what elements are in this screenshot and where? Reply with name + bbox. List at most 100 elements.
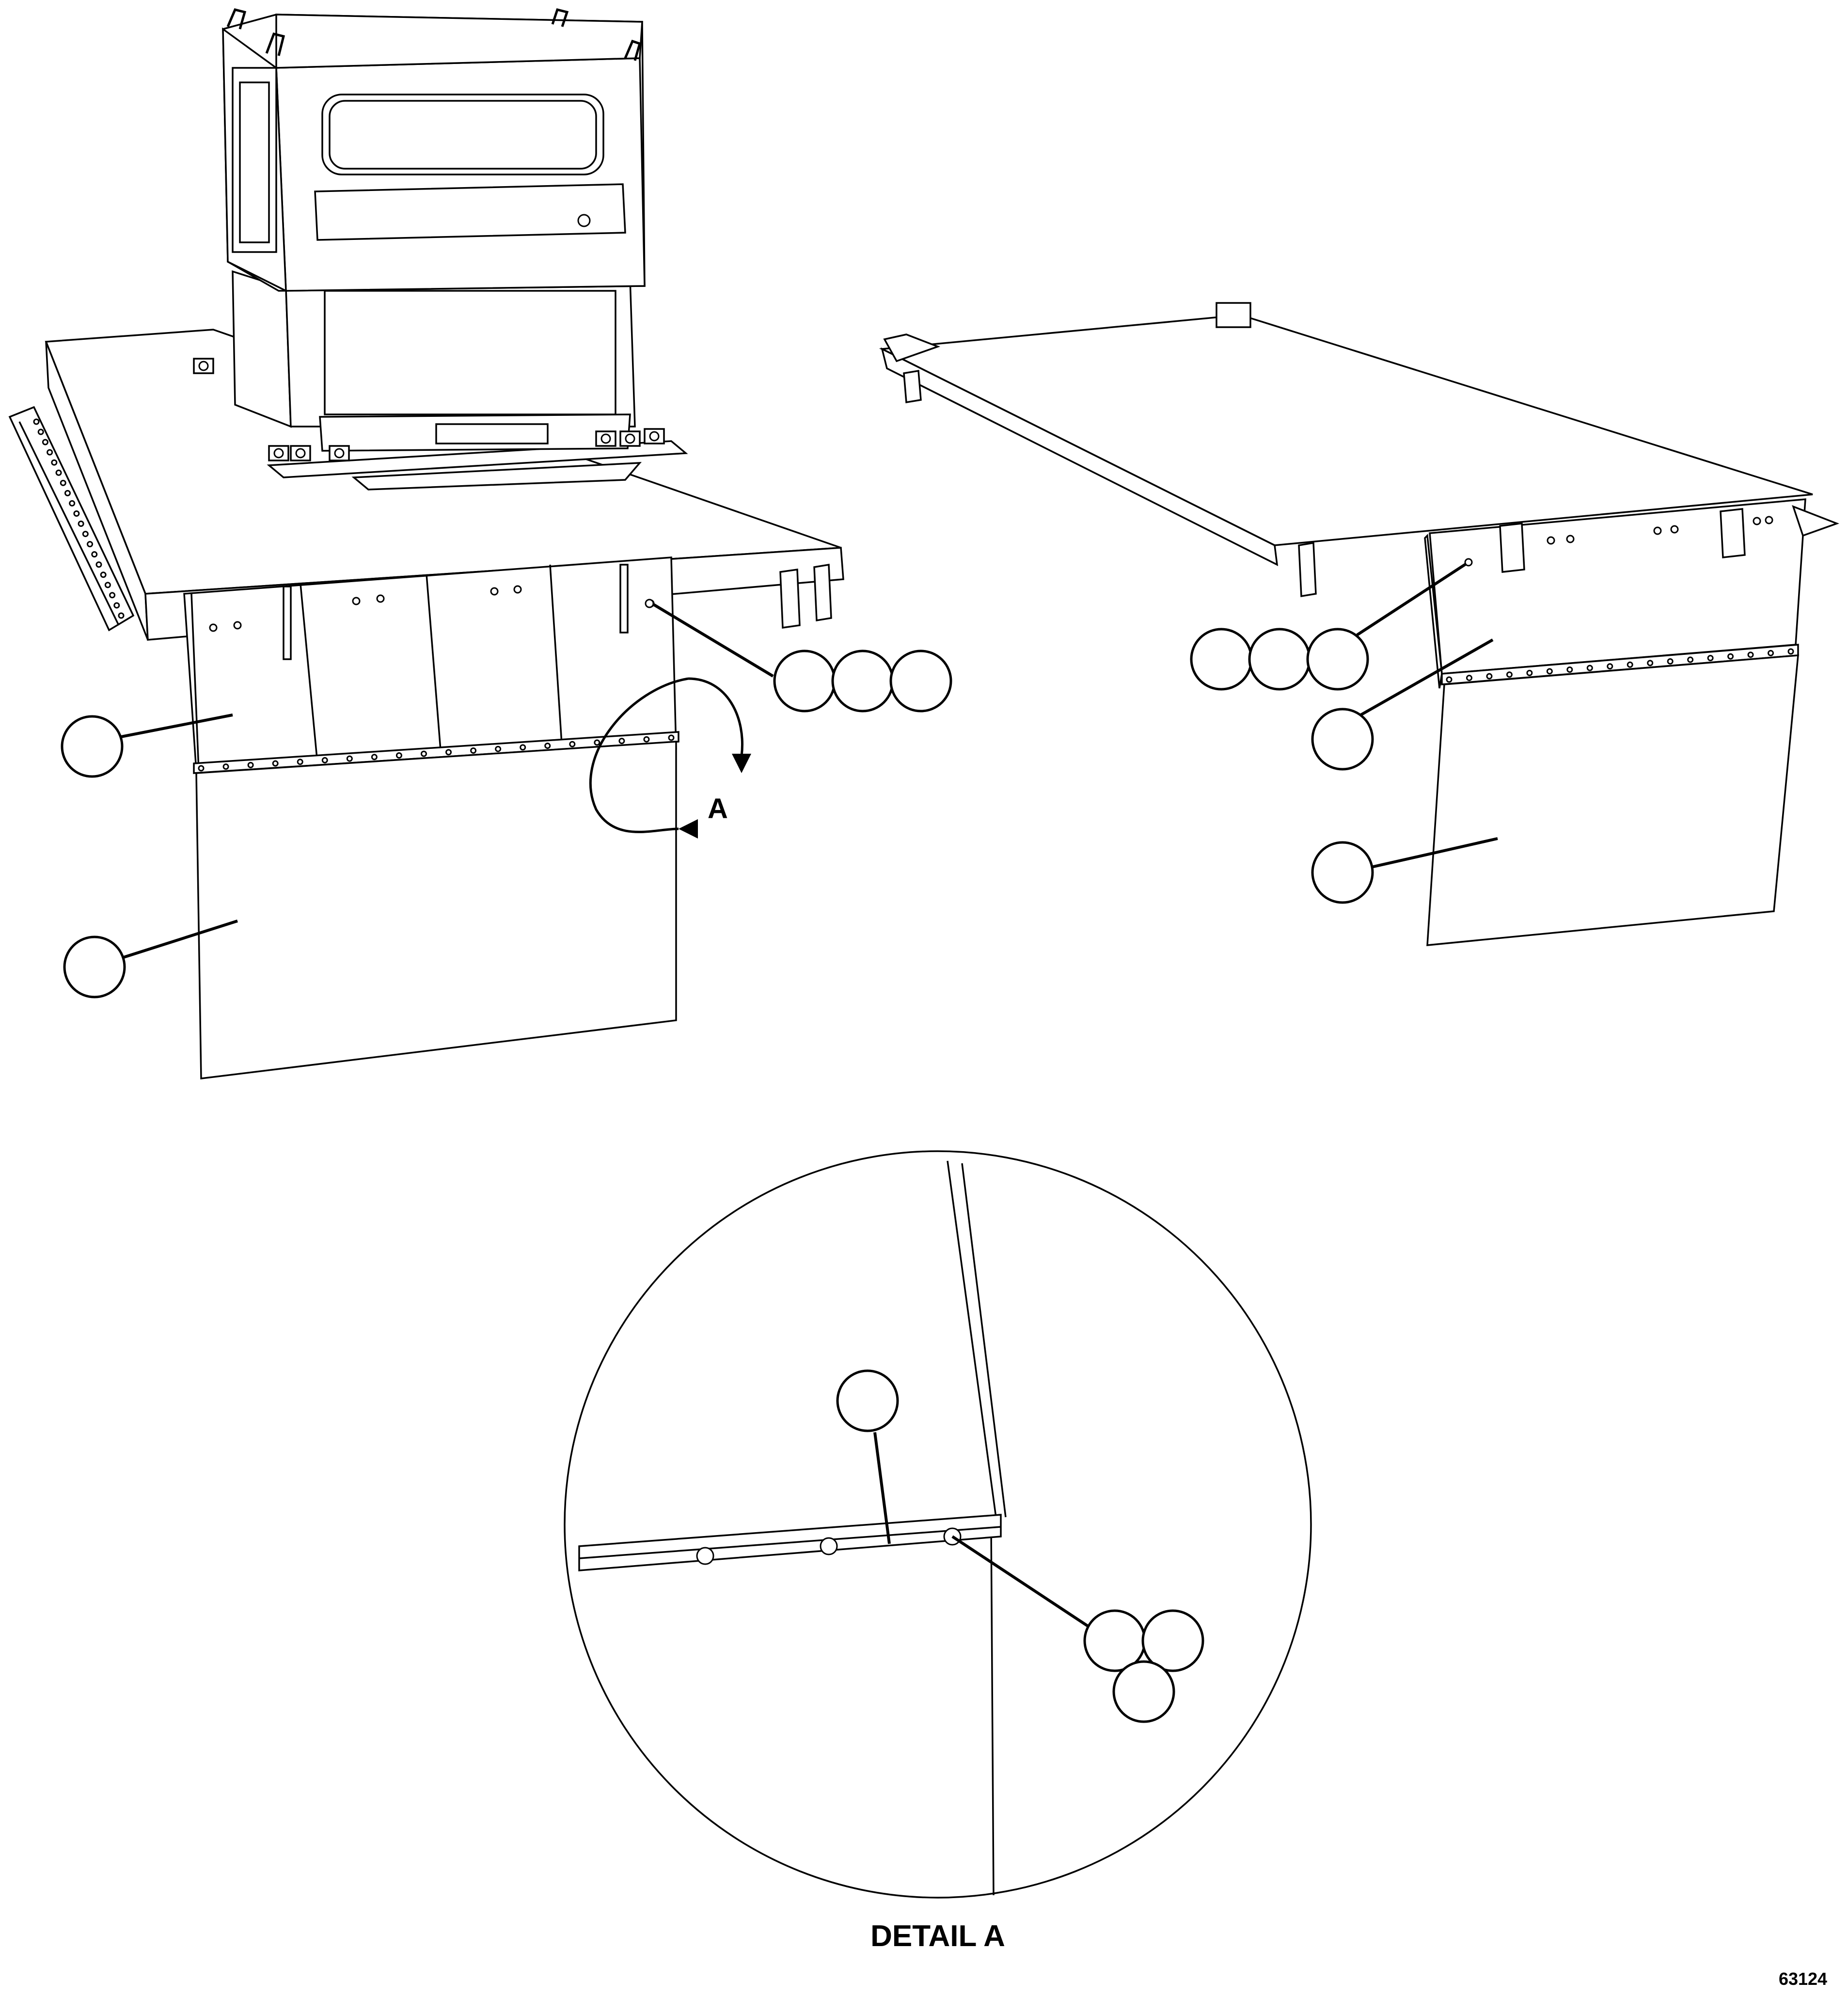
left-upper-flap-panel: [183, 556, 677, 772]
left-assembly: A: [8, 8, 952, 1079]
hole: [321, 757, 328, 763]
hole: [625, 433, 635, 444]
right-callouts: [1190, 558, 1498, 904]
hole: [649, 431, 660, 442]
hole: [1647, 660, 1654, 666]
left-cab: [193, 8, 688, 491]
callout-balloon: [889, 650, 952, 713]
hole: [37, 428, 44, 435]
hole: [69, 500, 76, 507]
hole: [222, 763, 229, 770]
hole: [95, 561, 102, 568]
hole: [1607, 663, 1613, 670]
hole: [91, 551, 98, 558]
callout-balloon: [1311, 708, 1374, 771]
callout-balloon: [61, 715, 124, 778]
hole: [55, 469, 62, 476]
hole: [1566, 535, 1575, 543]
detail-marker-label: A: [708, 793, 728, 824]
hole: [233, 621, 242, 630]
hole: [1547, 536, 1555, 545]
hole: [376, 594, 385, 603]
callout-balloon: [1311, 841, 1374, 904]
callout-balloon: [773, 650, 836, 713]
hole: [544, 743, 551, 749]
callout-balloon: [63, 935, 126, 998]
hole: [1667, 658, 1674, 665]
left-callouts: [61, 599, 952, 998]
hole: [1566, 666, 1573, 673]
hole: [247, 761, 254, 768]
right-lower-mud-flap: [1426, 654, 1799, 946]
hole: [87, 541, 94, 548]
hole: [1546, 668, 1553, 675]
detail-title: DETAIL A: [870, 1919, 1005, 1953]
hole: [42, 439, 48, 445]
left-side-flap: [8, 406, 135, 632]
figure-number: 63124: [1779, 1969, 1827, 1989]
hole: [100, 571, 107, 578]
callout-balloon: [1190, 628, 1253, 691]
hole: [352, 597, 361, 605]
right-hinge-strip: [1441, 644, 1799, 685]
hole: [334, 448, 345, 459]
hole: [1627, 661, 1633, 668]
hole: [346, 755, 353, 762]
hole: [1653, 526, 1662, 535]
hole: [78, 521, 84, 527]
hole: [1687, 656, 1694, 663]
hole: [198, 361, 209, 371]
hole: [395, 752, 402, 759]
hole: [445, 749, 452, 756]
right-rear-panel: [1298, 498, 1840, 689]
hole: [295, 448, 306, 459]
hole: [273, 448, 284, 459]
left-lower-mud-flap: [195, 741, 677, 1079]
right-platform-deck: [879, 302, 1813, 567]
hole: [1486, 673, 1493, 680]
hole: [82, 531, 89, 538]
hole: [1707, 655, 1714, 662]
hole: [420, 750, 427, 757]
hole: [668, 734, 675, 741]
hole: [1586, 665, 1593, 671]
hole: [1466, 675, 1472, 682]
hole: [371, 754, 378, 761]
hole: [520, 744, 526, 751]
detail-a-view: [564, 1150, 1312, 1899]
left-hinge-strip: [193, 731, 679, 774]
right-assembly: [879, 302, 1840, 946]
hole: [64, 490, 71, 496]
callout-balloon: [831, 650, 894, 713]
callout-balloon: [1306, 628, 1369, 691]
hole: [297, 759, 303, 765]
hole: [1765, 516, 1773, 524]
hole: [47, 449, 53, 456]
detail-a-marker: A: [589, 677, 751, 839]
hole: [104, 582, 111, 588]
hole: [1787, 648, 1794, 655]
hole: [272, 760, 279, 767]
hole: [470, 747, 477, 754]
hole: [33, 418, 40, 425]
callout-balloon: [1248, 628, 1311, 691]
hole: [513, 585, 522, 594]
hole: [569, 741, 576, 747]
hole: [51, 459, 58, 466]
hole: [1506, 671, 1513, 678]
callout-balloon: [1112, 1660, 1175, 1723]
hole: [1747, 651, 1754, 658]
hole: [209, 623, 218, 632]
hole: [1526, 669, 1533, 676]
callout-balloon: [1141, 1609, 1204, 1672]
hole: [60, 479, 66, 486]
hole: [1753, 517, 1761, 525]
callout-balloon: [836, 1369, 899, 1432]
hole: [113, 602, 120, 609]
hole: [495, 745, 502, 752]
hole: [1727, 653, 1734, 660]
hole: [198, 765, 205, 772]
hole: [1768, 650, 1774, 656]
hole: [1670, 525, 1679, 534]
